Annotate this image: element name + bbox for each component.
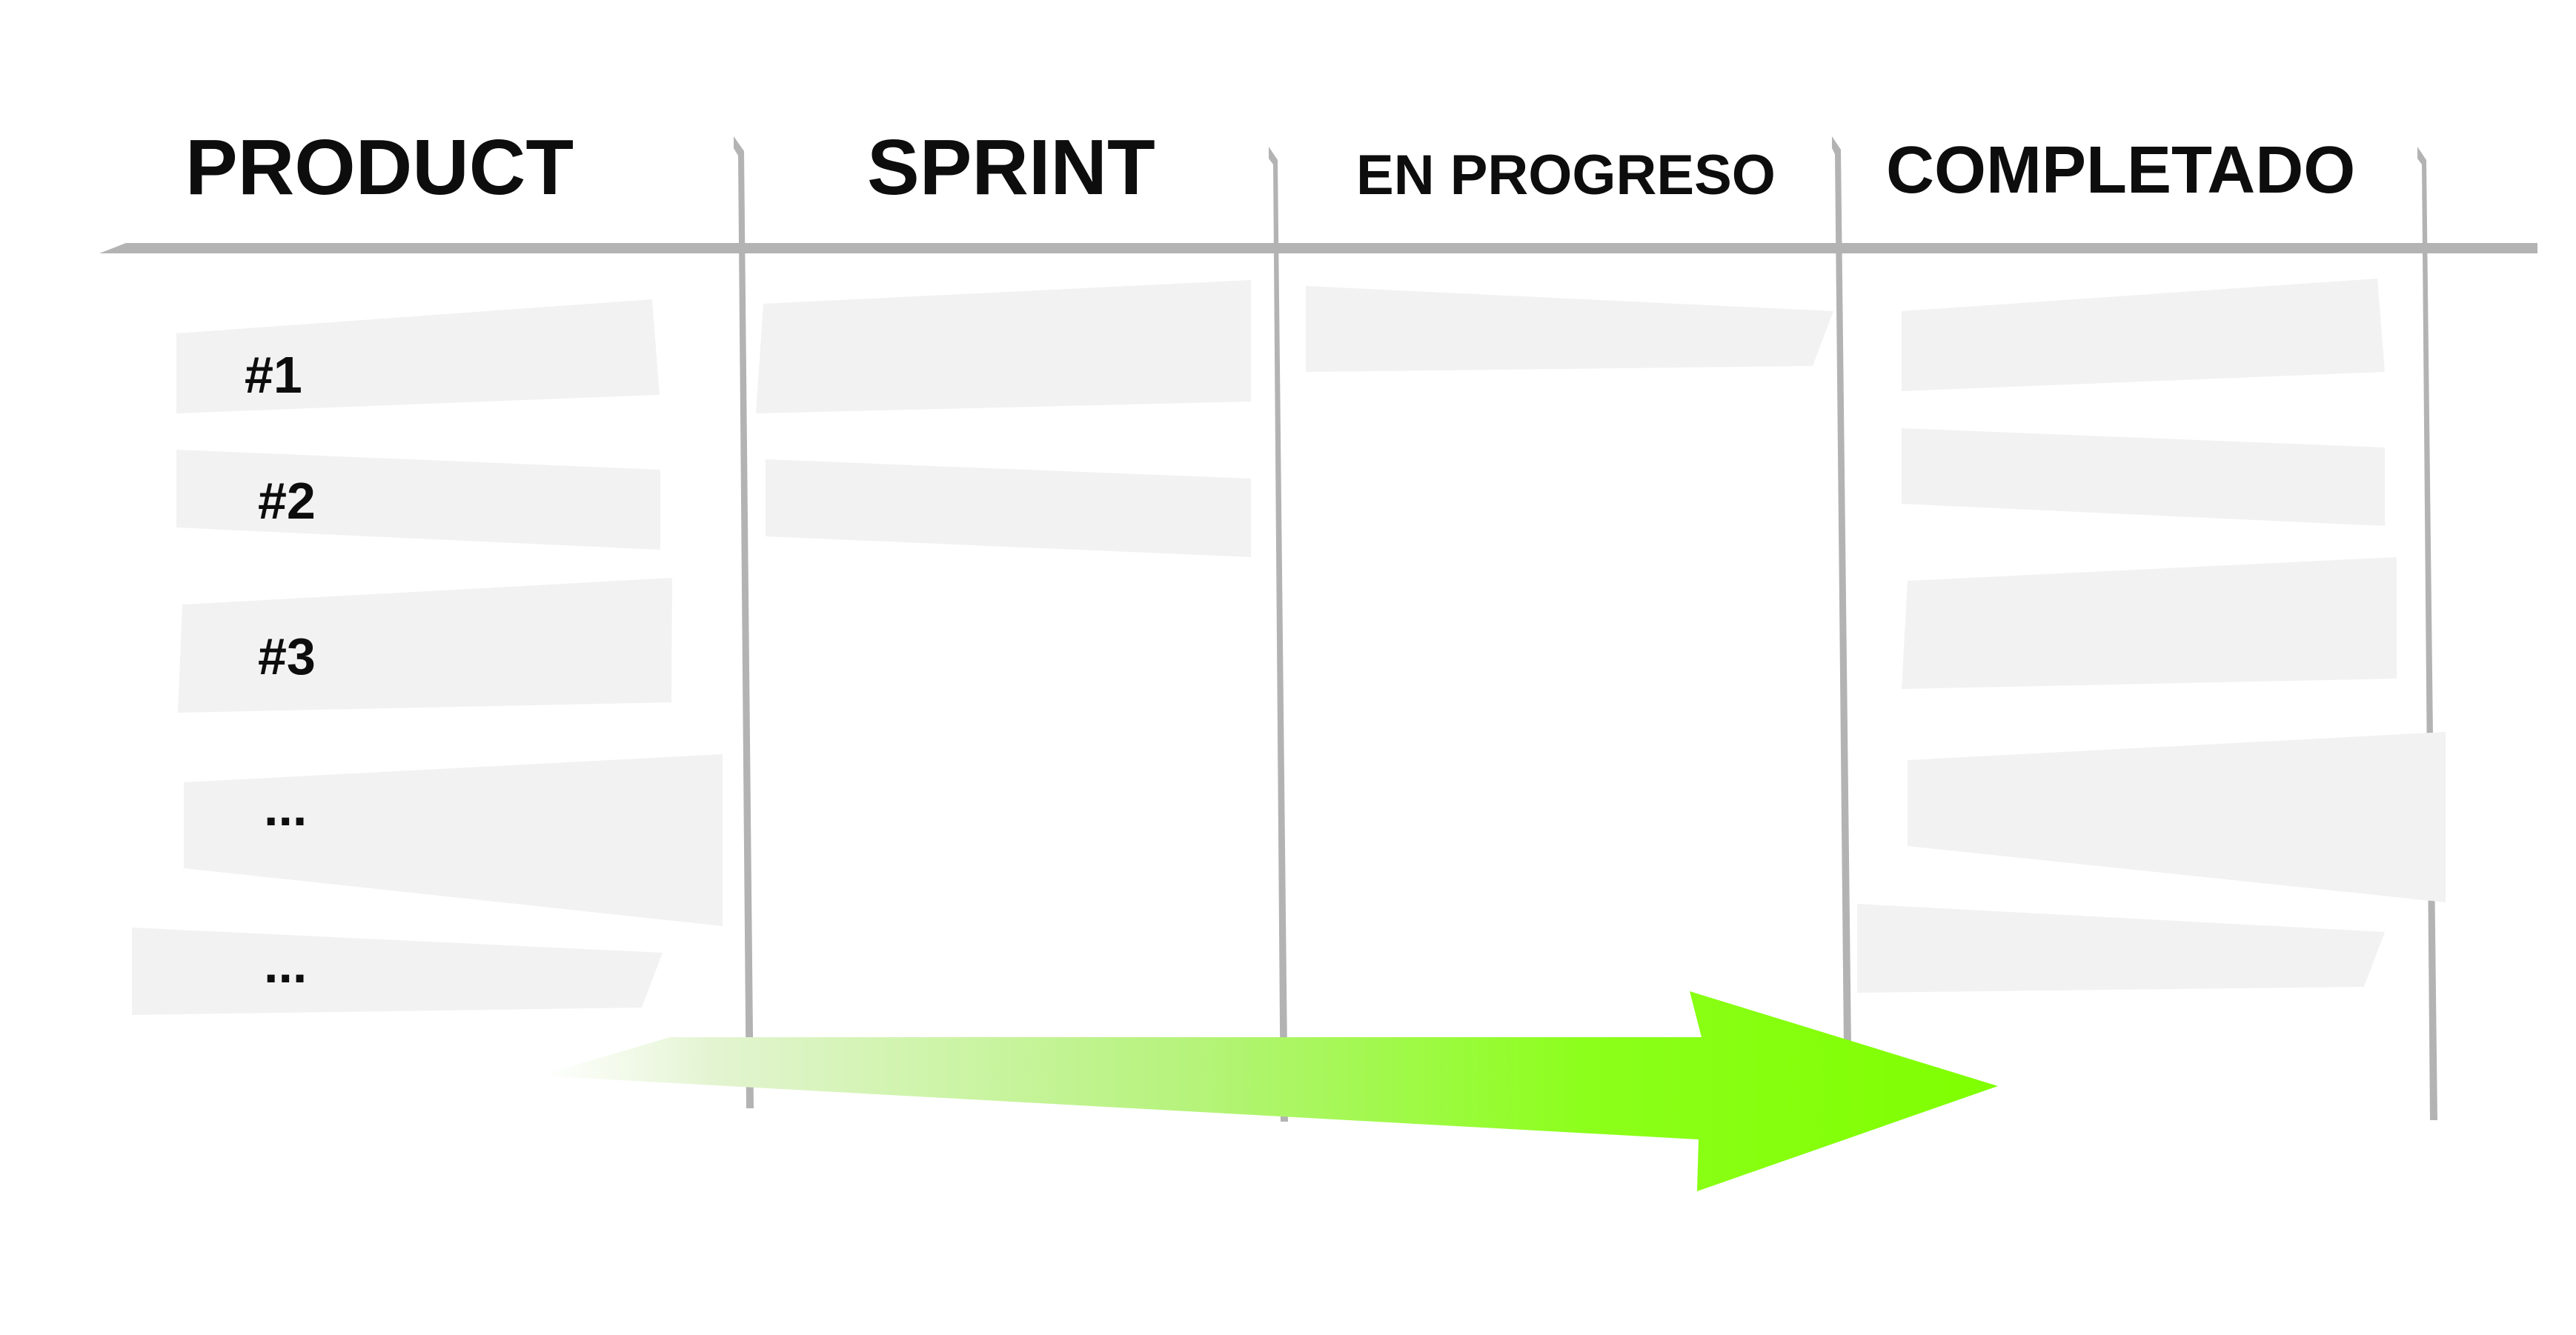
product-card-1-label: #1 [245,346,302,404]
completed-card-5 [1857,904,2385,993]
in-progress-card-1 [1306,286,1833,372]
product-card-3 [178,578,672,713]
sprint-card-1 [756,280,1251,413]
sprint-card-2 [766,459,1251,557]
column-divider-3 [1832,136,1851,1049]
completed-card-1 [1902,279,2385,391]
product-card-5-label: ... [264,936,307,993]
flow-arrow-icon [540,991,1998,1191]
column-divider-4 [2417,147,2437,1120]
column-title-completed: COMPLETADO [1886,133,2355,207]
completed-card-2 [1902,428,2385,526]
product-card-4 [184,754,723,926]
column-title-product: PRODUCT [185,124,574,211]
product-card-5 [132,928,663,1015]
column-divider-1 [734,136,754,1108]
product-card-1 [176,299,660,413]
column-title-in-progress: EN PROGRESO [1356,144,1776,207]
product-card-2 [176,450,660,550]
completed-card-3 [1902,557,2397,689]
column-title-sprint: SPRINT [867,124,1155,211]
product-card-3-label: #3 [258,627,316,685]
column-divider-2 [1269,147,1288,1122]
product-card-2-label: #2 [258,472,316,530]
product-card-4-label: ... [264,779,307,836]
completed-card-4 [1908,732,2446,902]
header-divider [99,243,2537,253]
